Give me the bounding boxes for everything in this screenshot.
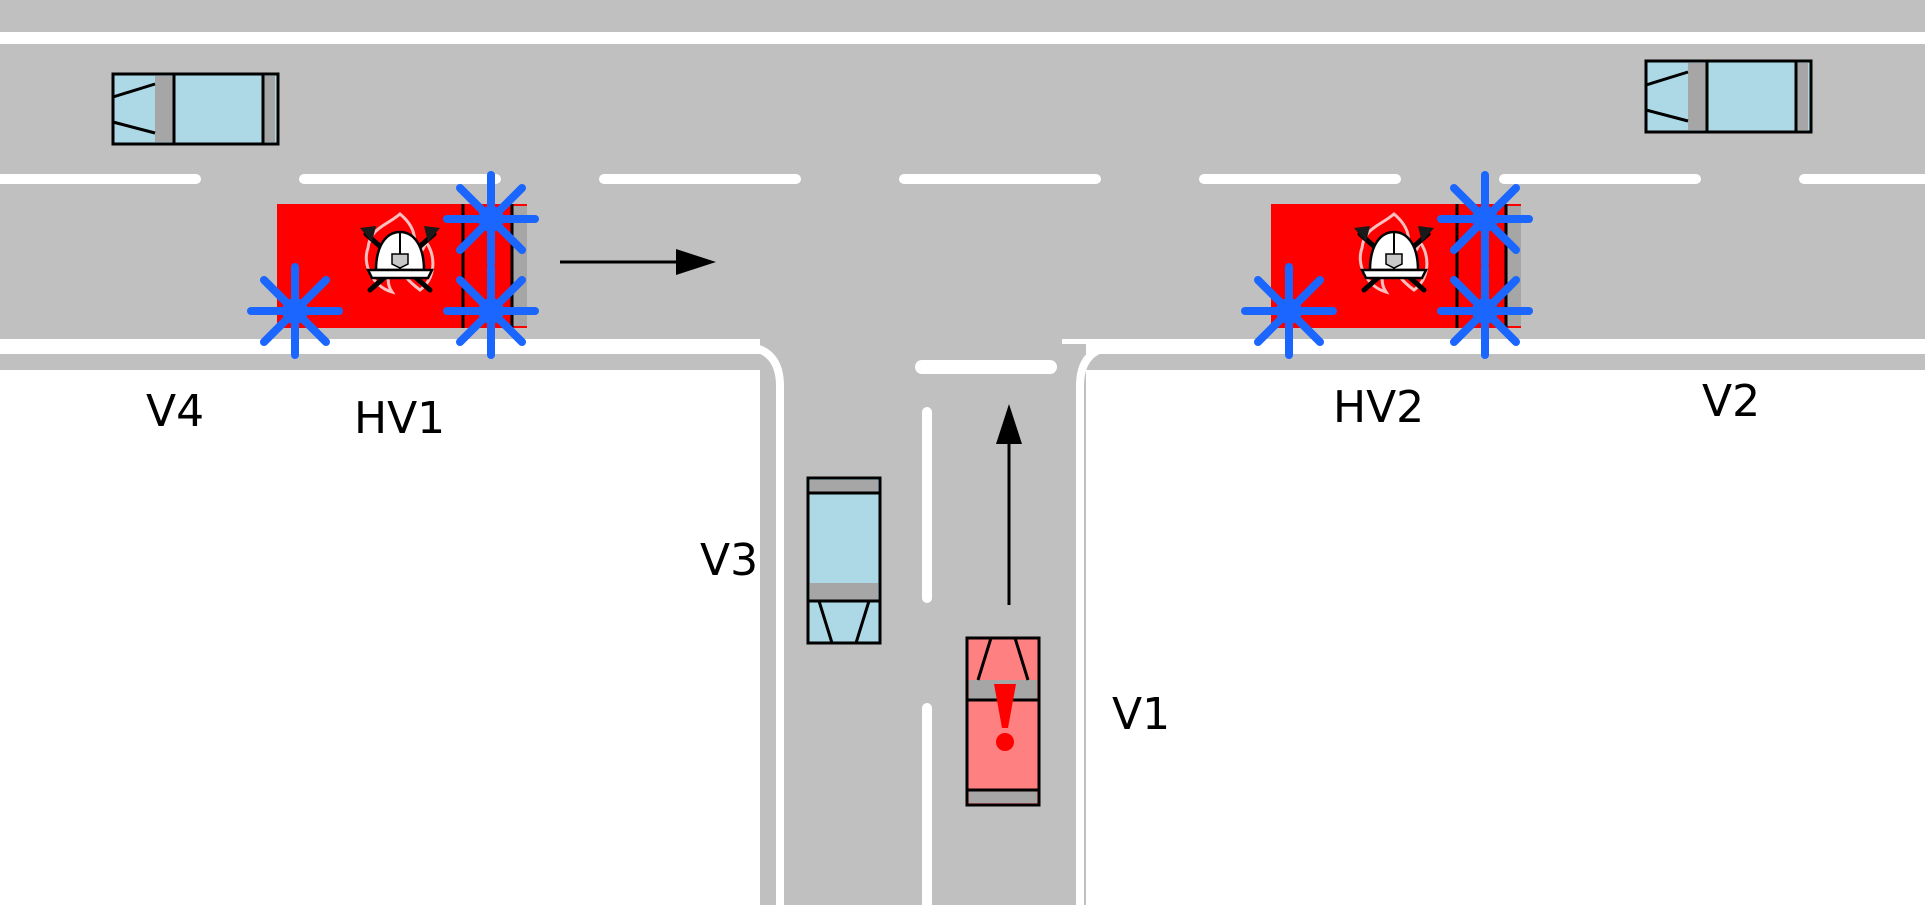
siren-light-icon bbox=[1441, 175, 1529, 263]
label-v4: V4 bbox=[146, 386, 204, 437]
warning-icon bbox=[994, 684, 1016, 751]
siren-light-icon bbox=[447, 175, 535, 263]
siren-light-icon bbox=[251, 267, 339, 355]
direction-arrow-up bbox=[996, 404, 1022, 605]
vehicle-v4 bbox=[111, 72, 280, 146]
siren-light-icon bbox=[1441, 267, 1529, 355]
vehicle-v3 bbox=[806, 476, 882, 645]
label-hv1: HV1 bbox=[354, 393, 445, 444]
label-v1: V1 bbox=[1112, 689, 1170, 740]
emergency-vehicle-hv1 bbox=[251, 175, 535, 355]
direction-arrow-right bbox=[560, 249, 716, 275]
label-v2: V2 bbox=[1702, 376, 1760, 427]
label-v3: V3 bbox=[700, 535, 758, 586]
vehicle-v2 bbox=[1644, 59, 1813, 134]
label-hv2: HV2 bbox=[1333, 382, 1424, 433]
emergency-vehicle-hv2 bbox=[1245, 175, 1529, 355]
vehicle-v1 bbox=[965, 636, 1041, 807]
siren-light-icon bbox=[447, 267, 535, 355]
siren-light-icon bbox=[1245, 267, 1333, 355]
